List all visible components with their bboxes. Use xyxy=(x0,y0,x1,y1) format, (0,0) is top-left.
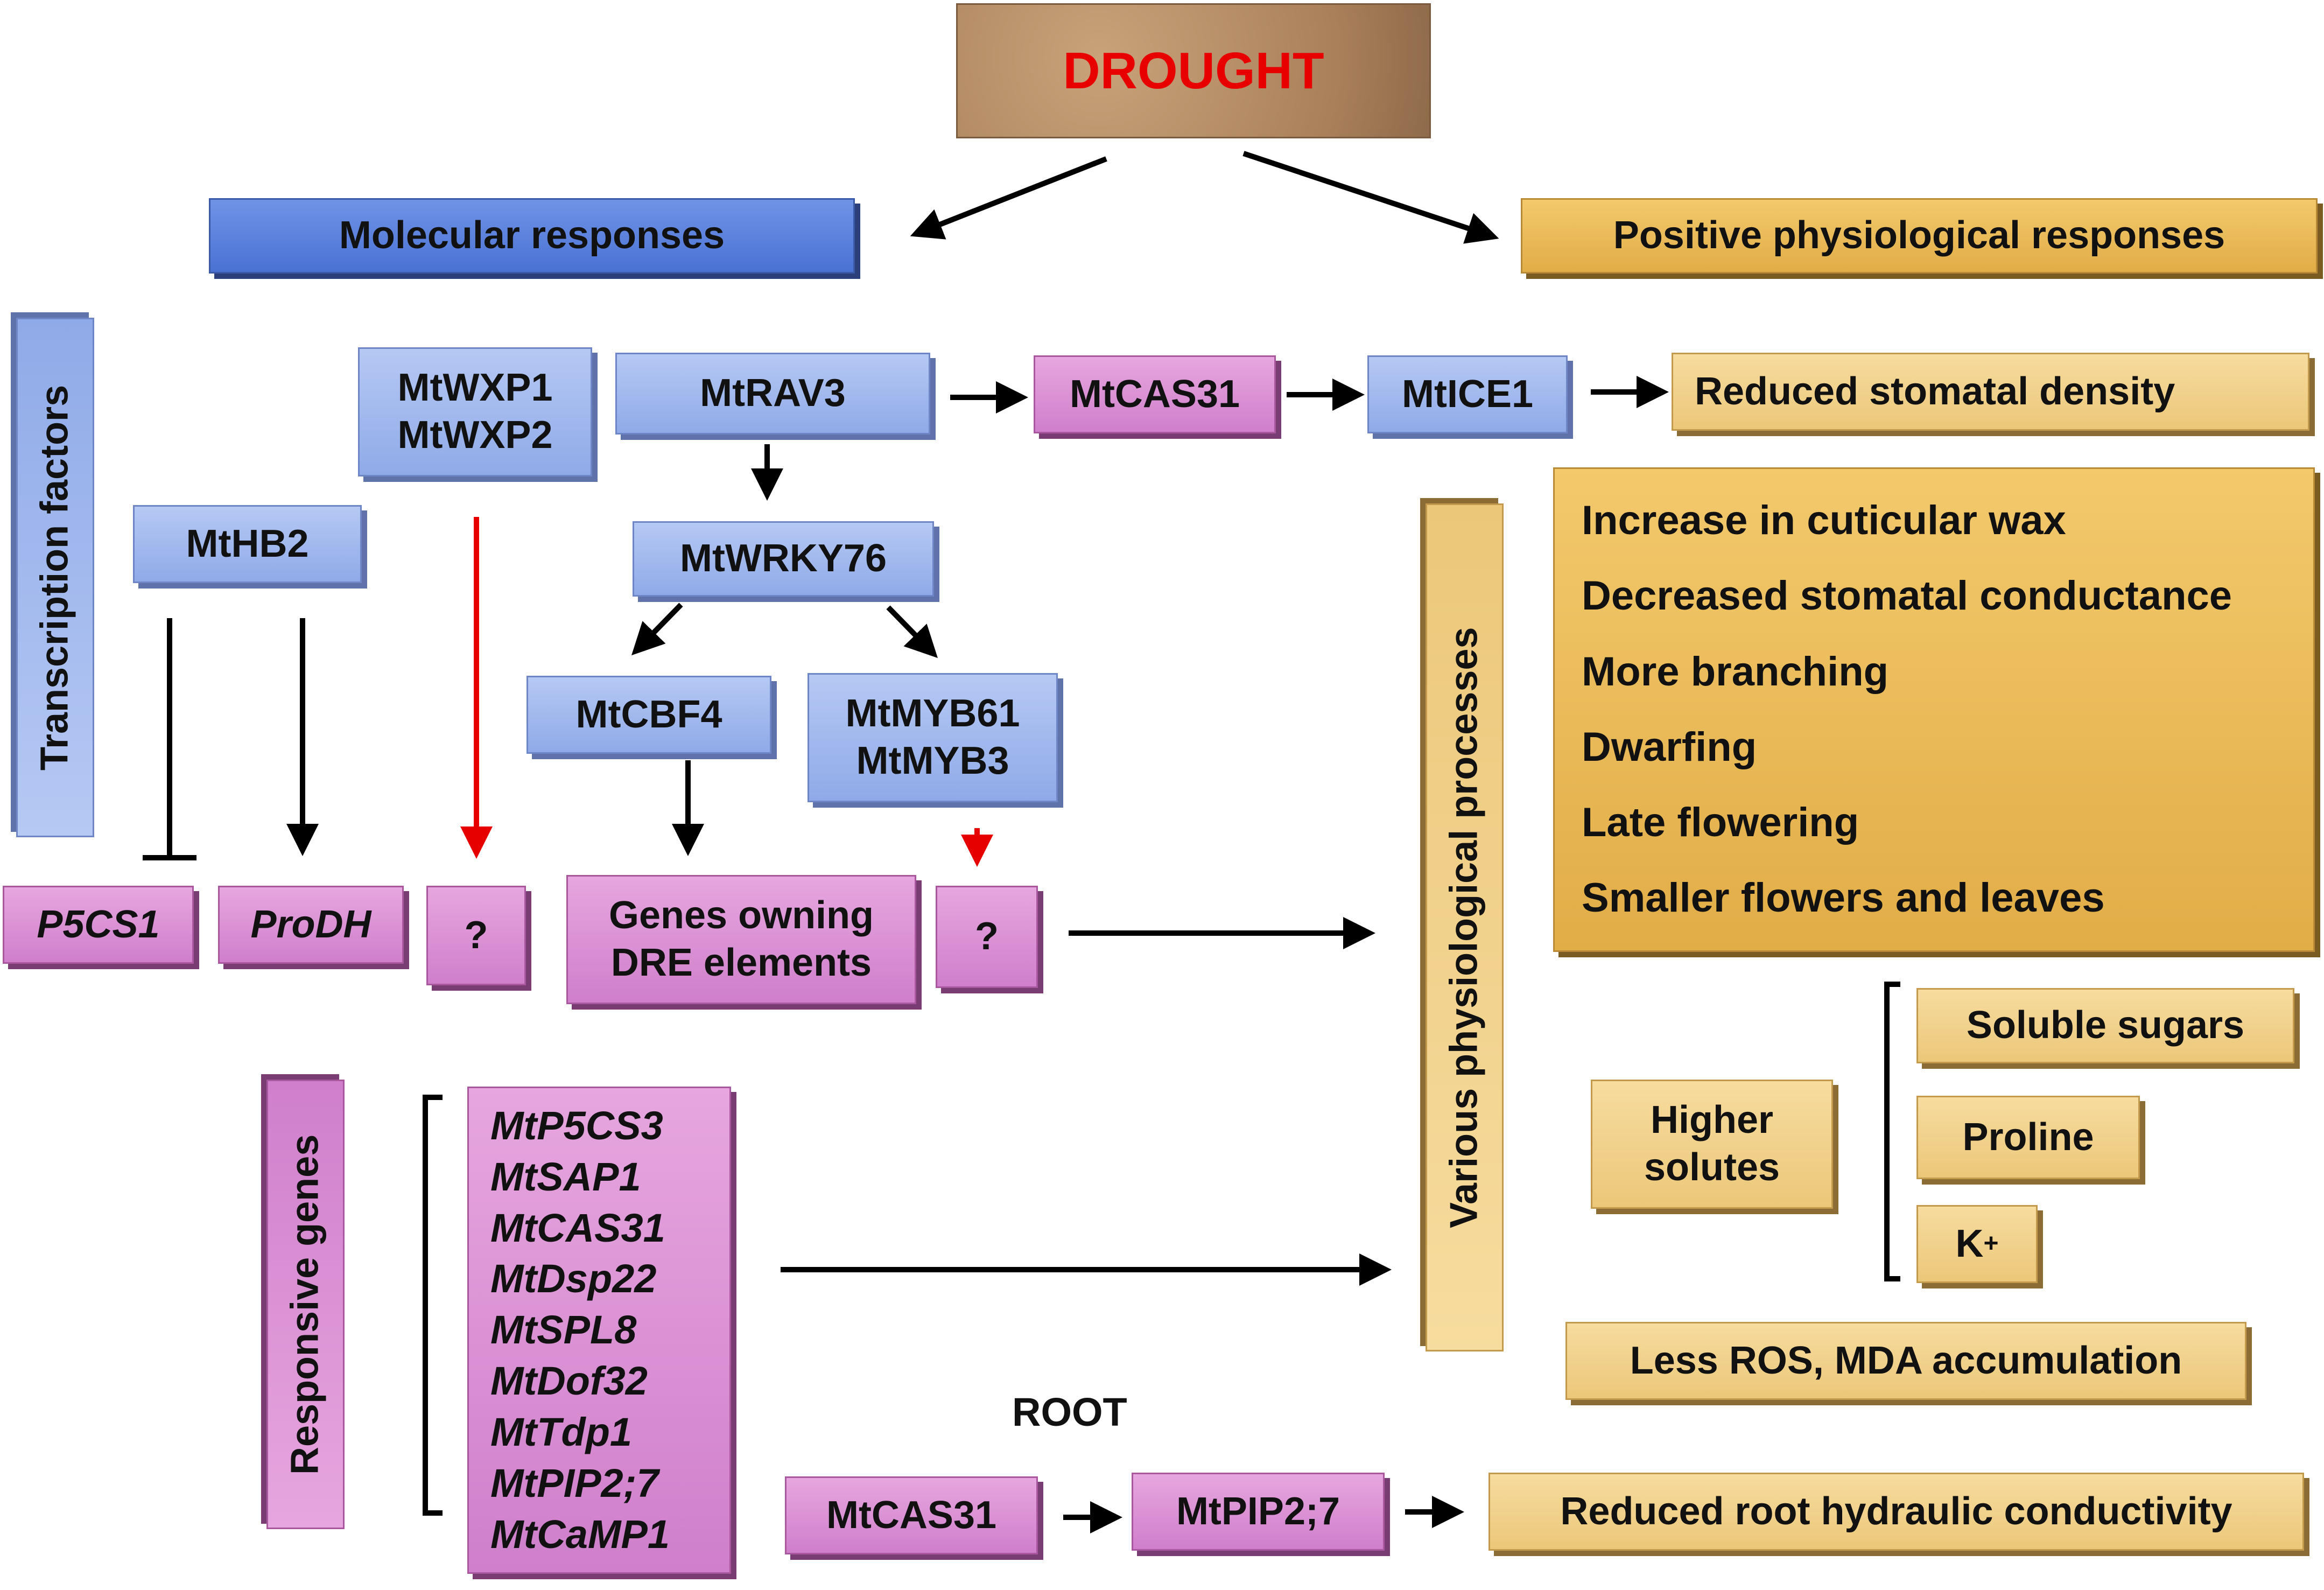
process-stomatal-conductance: Decreased stomatal conductance xyxy=(1582,573,2232,619)
ice1-node: MtICE1 xyxy=(1367,355,1568,433)
various-processes-label: Various physiological processes xyxy=(1426,503,1504,1351)
process-cuticular-wax: Increase in cuticular wax xyxy=(1582,498,2066,543)
higher-line2: solutes xyxy=(1644,1146,1780,1189)
bracket-responsive-genes xyxy=(423,1095,443,1516)
wxp1-label: MtWXP1 xyxy=(397,366,553,410)
stomatal-density-box: Reduced stomatal density xyxy=(1672,353,2309,431)
gene-dof32: MtDof32 xyxy=(490,1358,648,1404)
wxp2-label: MtWXP2 xyxy=(397,414,553,457)
soluble-sugars-box: Soluble sugars xyxy=(1916,988,2294,1063)
process-smaller-organs: Smaller flowers and leaves xyxy=(1582,875,2105,921)
hb2-node: MtHB2 xyxy=(133,505,362,583)
cbf4-node: MtCBF4 xyxy=(526,676,771,754)
p5cs1-node: P5CS1 xyxy=(3,886,194,964)
molecular-responses-box: Molecular responses xyxy=(209,198,855,274)
dre-line2: DRE elements xyxy=(610,941,872,984)
arrow-drought-physio xyxy=(1242,151,1499,244)
gene-pip27: MtPIP2;7 xyxy=(490,1460,659,1505)
arrow-wrky76-cbf4 xyxy=(631,603,683,656)
physiological-responses-box: Positive physiological responses xyxy=(1521,198,2318,274)
rav3-node: MtRAV3 xyxy=(615,353,930,435)
root-cas31-node: MtCAS31 xyxy=(785,1476,1038,1554)
cas31-node: MtCAS31 xyxy=(1034,355,1276,433)
potassium-box: K+ xyxy=(1916,1205,2038,1283)
dre-genes-node: Genes owning DRE elements xyxy=(566,875,916,1004)
bracket-higher-solutes xyxy=(1884,982,1900,1281)
arrow-wrky76-myb xyxy=(886,605,938,659)
q2-node: ? xyxy=(936,886,1038,988)
dre-line1: Genes owning xyxy=(608,894,874,937)
gene-p5cs3: MtP5CS3 xyxy=(490,1103,663,1148)
process-branching: More branching xyxy=(1582,648,1889,695)
drought-title: DROUGHT xyxy=(1063,41,1324,100)
myb3-label: MtMYB3 xyxy=(856,739,1009,782)
root-pip27-node: MtPIP2;7 xyxy=(1132,1473,1385,1551)
responsive-genes-list: MtP5CS3 MtSAP1 MtCAS31 MtDsp22 MtSPL8 Mt… xyxy=(467,1087,731,1574)
proline-box: Proline xyxy=(1916,1096,2140,1179)
higher-solutes-box: Higher solutes xyxy=(1591,1080,1833,1209)
gene-spl8: MtSPL8 xyxy=(490,1307,637,1353)
potassium-label: K xyxy=(1955,1222,1984,1265)
myb-node: MtMYB61 MtMYB3 xyxy=(808,673,1058,802)
gene-camp1: MtCaMP1 xyxy=(490,1511,670,1557)
processes-list-box: Increase in cuticular wax Decreased stom… xyxy=(1553,467,2315,952)
gene-dsp22: MtDsp22 xyxy=(490,1256,657,1301)
root-label: ROOT xyxy=(1012,1390,1127,1434)
wxp-node: MtWXP1 MtWXP2 xyxy=(358,347,592,477)
q1-node: ? xyxy=(426,886,526,985)
myb61-label: MtMYB61 xyxy=(845,692,1020,736)
ros-mda-box: Less ROS, MDA accumulation xyxy=(1565,1322,2246,1400)
process-late-flowering: Late flowering xyxy=(1582,800,1859,845)
wrky76-node: MtWRKY76 xyxy=(633,521,934,597)
potassium-charge: + xyxy=(1983,1229,1999,1258)
prodh-node: ProDH xyxy=(218,886,404,964)
root-hydraulic-box: Reduced root hydraulic conductivity xyxy=(1489,1473,2304,1551)
higher-line1: Higher xyxy=(1650,1098,1774,1142)
responsive-genes-label: Responsive genes xyxy=(266,1080,345,1529)
drought-image: DROUGHT xyxy=(956,3,1431,138)
transcription-factors-label: Transcription factors xyxy=(16,318,94,837)
process-dwarfing: Dwarfing xyxy=(1582,724,1757,770)
gene-cas31: MtCAS31 xyxy=(490,1205,665,1250)
arrow-drought-molecular xyxy=(910,156,1107,240)
gene-sap1: MtSAP1 xyxy=(490,1154,641,1199)
gene-tdp1: MtTdp1 xyxy=(490,1409,633,1454)
